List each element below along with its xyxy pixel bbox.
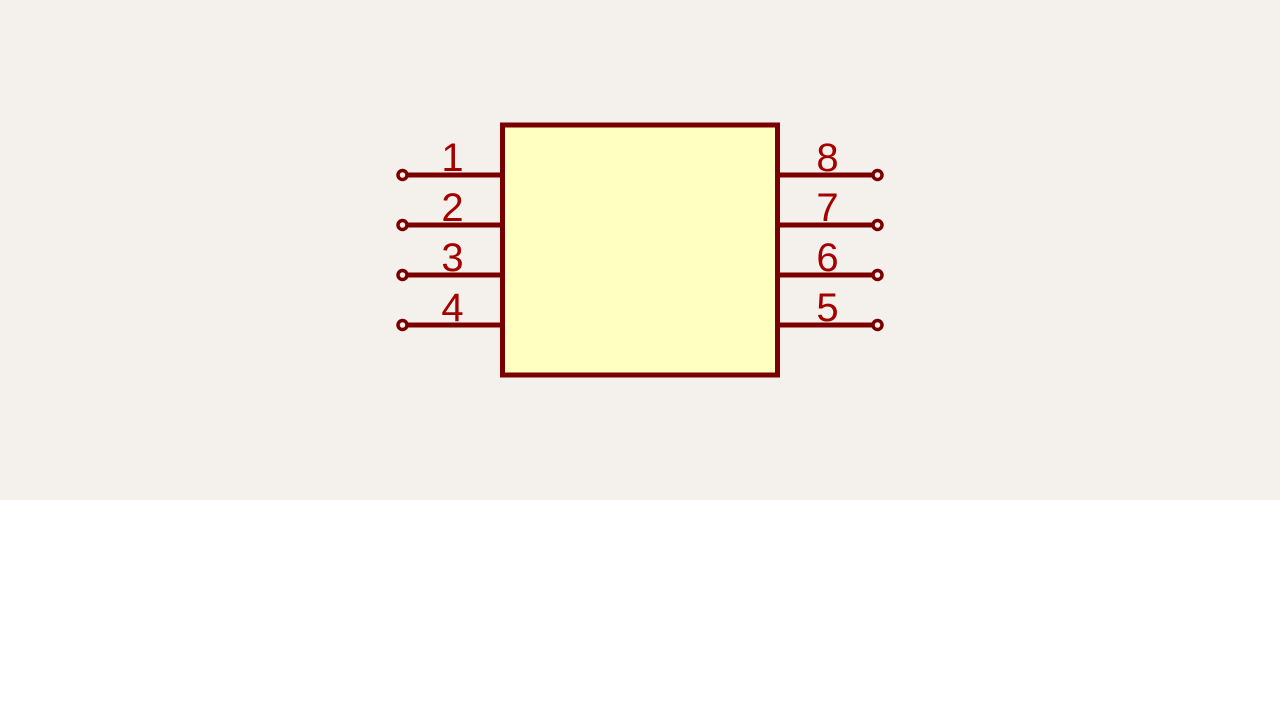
pin-8-number: 8 — [816, 136, 838, 180]
pin-5-number: 5 — [816, 286, 838, 330]
pin-4-connection-point[interactable] — [396, 318, 409, 332]
pin-2-connection-point[interactable] — [396, 218, 409, 232]
ic-body[interactable] — [500, 122, 780, 378]
pin-7-number: 7 — [816, 186, 838, 230]
pin-6-number: 6 — [816, 236, 838, 280]
pin-7-connection-point[interactable] — [871, 218, 884, 232]
pin-2-number: 2 — [441, 186, 463, 230]
pin-8-connection-point[interactable] — [871, 168, 884, 182]
pin-3-connection-point[interactable] — [396, 268, 409, 282]
right-pin-group: 8 7 6 5 — [777, 136, 884, 332]
pin-1-number: 1 — [441, 136, 463, 180]
schematic-canvas: 1 2 3 4 8 7 6 5 — [0, 0, 1280, 500]
left-pin-group: 1 2 3 4 — [396, 136, 503, 332]
schematic-symbol: 1 2 3 4 8 7 6 5 — [0, 0, 1280, 500]
pin-4-number: 4 — [441, 286, 463, 330]
pin-6-connection-point[interactable] — [871, 268, 884, 282]
pin-3-number: 3 — [441, 236, 463, 280]
pin-1-connection-point[interactable] — [396, 168, 409, 182]
pin-5-connection-point[interactable] — [871, 318, 884, 332]
